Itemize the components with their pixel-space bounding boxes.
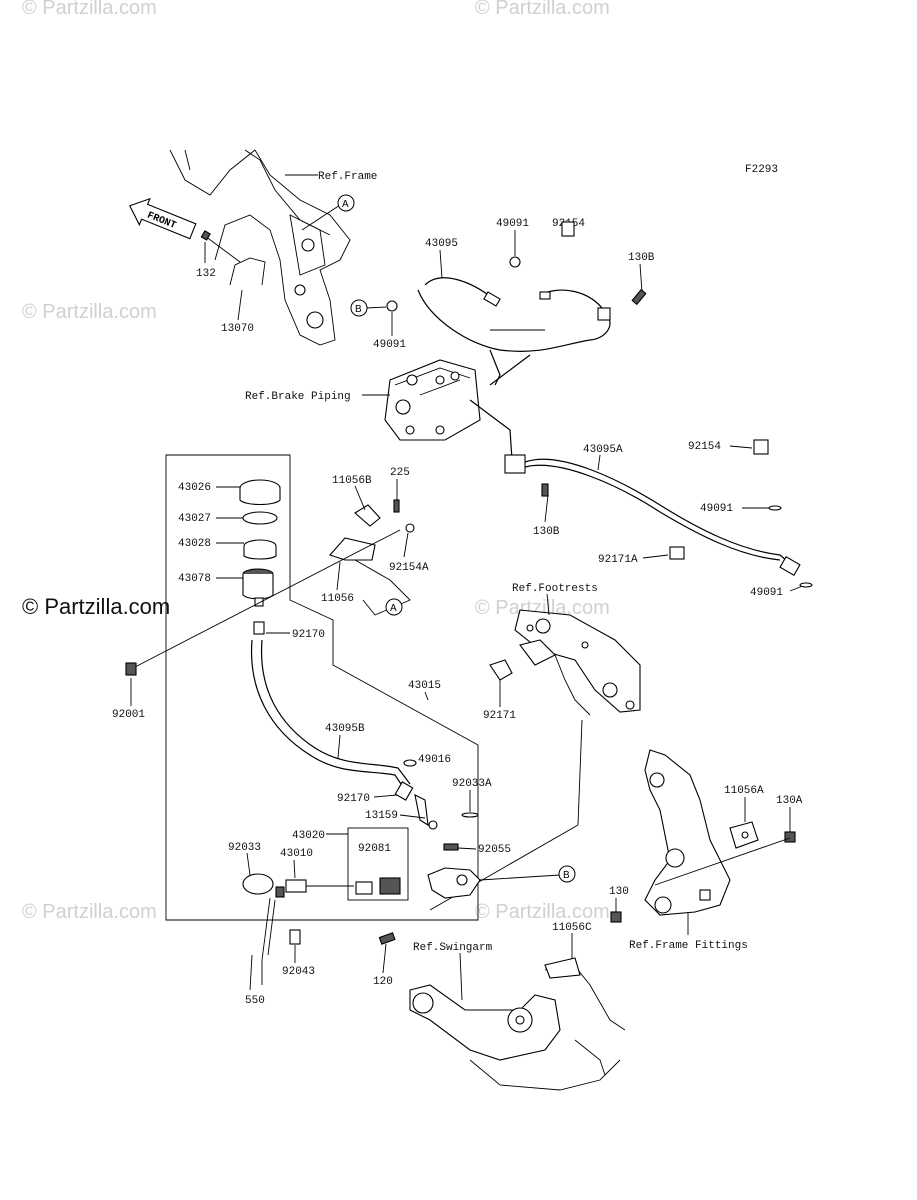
part-43020: 43020: [292, 830, 325, 842]
part-92154-right: 92154: [688, 441, 721, 453]
part-130b-top: 130B: [628, 252, 655, 264]
part-11056b: 11056B: [332, 475, 372, 487]
part-49016: 49016: [418, 754, 451, 766]
part-43026: 43026: [178, 482, 211, 494]
part-11056: 11056: [321, 593, 354, 605]
part-92055: 92055: [478, 844, 511, 856]
part-92170-bot: 92170: [337, 793, 370, 805]
callout-b-top-label: B: [355, 304, 362, 315]
part-92033a: 92033A: [452, 778, 492, 790]
watermark-top-left: © Partzilla.com: [22, 0, 157, 19]
figure-code: F2293: [745, 164, 778, 176]
part-43095b: 43095B: [325, 723, 365, 735]
part-43027: 43027: [178, 513, 211, 525]
watermark-bottom-mid: © Partzilla.com: [475, 901, 610, 923]
part-43010: 43010: [280, 848, 313, 860]
part-92171: 92171: [483, 710, 516, 722]
watermark-top-right: © Partzilla.com: [475, 0, 610, 19]
part-43078: 43078: [178, 573, 211, 585]
ref-frame-fittings-label: Ref.Frame Fittings: [629, 940, 748, 952]
callout-a-top-label: A: [342, 199, 349, 210]
ref-footrests-label: Ref.Footrests: [512, 583, 598, 595]
callout-b-mid: [558, 865, 576, 883]
part-49091-right2: 49091: [750, 587, 783, 599]
part-92033: 92033: [228, 842, 261, 854]
ref-frame-label: Ref.Frame: [318, 171, 377, 183]
callout-a-mid: [385, 598, 403, 616]
part-43028: 43028: [178, 538, 211, 550]
ref-swingarm-label: Ref.Swingarm: [413, 942, 493, 954]
part-550: 550: [245, 995, 265, 1007]
part-49091-top: 49091: [496, 218, 529, 230]
abs-unit: [384, 359, 481, 441]
part-92170-top: 92170: [292, 629, 325, 641]
bracket-11056: [329, 504, 381, 561]
front-arrow-icon: FRONT: [128, 197, 197, 240]
part-13070: 13070: [221, 323, 254, 335]
part-43095a: 43095A: [583, 444, 623, 456]
part-225: 225: [390, 467, 410, 479]
ref-brake-piping-label: Ref.Brake Piping: [245, 391, 351, 403]
part-43015: 43015: [408, 680, 441, 692]
part-92171a: 92171A: [598, 554, 638, 566]
part-120: 120: [373, 976, 393, 988]
part-130a: 130A: [776, 795, 803, 807]
watermark-large: © Partzilla.com: [22, 594, 170, 619]
watermark-mid-left: © Partzilla.com: [22, 301, 157, 323]
part-130b-mid: 130B: [533, 526, 560, 538]
watermark-center: © Partzilla.com: [475, 597, 610, 619]
part-11056c: 11056C: [552, 922, 592, 934]
part-11056a: 11056A: [724, 785, 764, 797]
part-49091-left: 49091: [373, 339, 406, 351]
footrest-bracket: [514, 609, 641, 716]
part-92001: 92001: [112, 709, 145, 721]
callout-b-mid-label: B: [563, 870, 570, 881]
part-92043: 92043: [282, 966, 315, 978]
part-130: 130: [609, 886, 629, 898]
callout-a-mid-label: A: [390, 603, 397, 614]
part-132: 132: [196, 268, 216, 280]
watermark-bottom-left: © Partzilla.com: [22, 901, 157, 923]
frame-fittings-bracket: [644, 749, 759, 916]
part-43095: 43095: [425, 238, 458, 250]
frame-section: [169, 149, 351, 346]
part-13159: 13159: [365, 810, 398, 822]
part-49091-right1: 49091: [700, 503, 733, 515]
swingarm: [409, 957, 626, 1091]
reservoir-parts: [239, 479, 281, 607]
part-92081: 92081: [358, 843, 391, 855]
part-92154a: 92154A: [389, 562, 429, 574]
callout-a-top: [337, 194, 355, 212]
